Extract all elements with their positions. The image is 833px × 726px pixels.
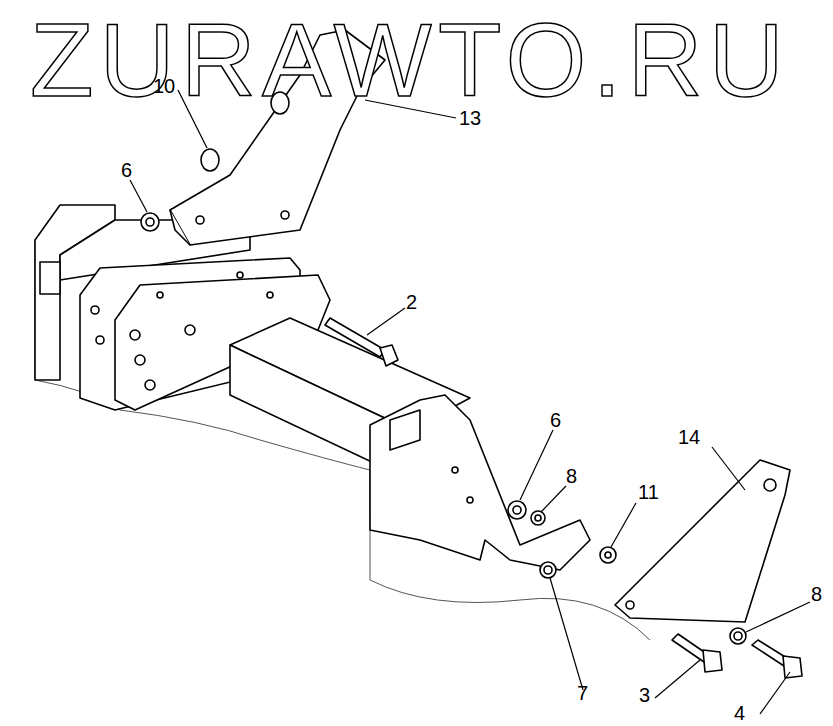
callout-number: 2 [406, 292, 417, 312]
callout-number: 14 [678, 427, 700, 447]
callout-number: 8 [811, 584, 822, 604]
callout-number: 6 [121, 160, 132, 180]
callout-number: 6 [550, 410, 561, 430]
callout-number: 7 [577, 683, 588, 703]
callout-number: 10 [153, 76, 175, 96]
watermark: ZURAWTO.RU [30, 8, 790, 112]
callout-number: 13 [459, 108, 481, 128]
callout-number: 11 [638, 482, 659, 502]
callout-number: 8 [566, 466, 577, 486]
callout-number: 3 [639, 685, 650, 705]
callout-number: 4 [734, 703, 745, 723]
